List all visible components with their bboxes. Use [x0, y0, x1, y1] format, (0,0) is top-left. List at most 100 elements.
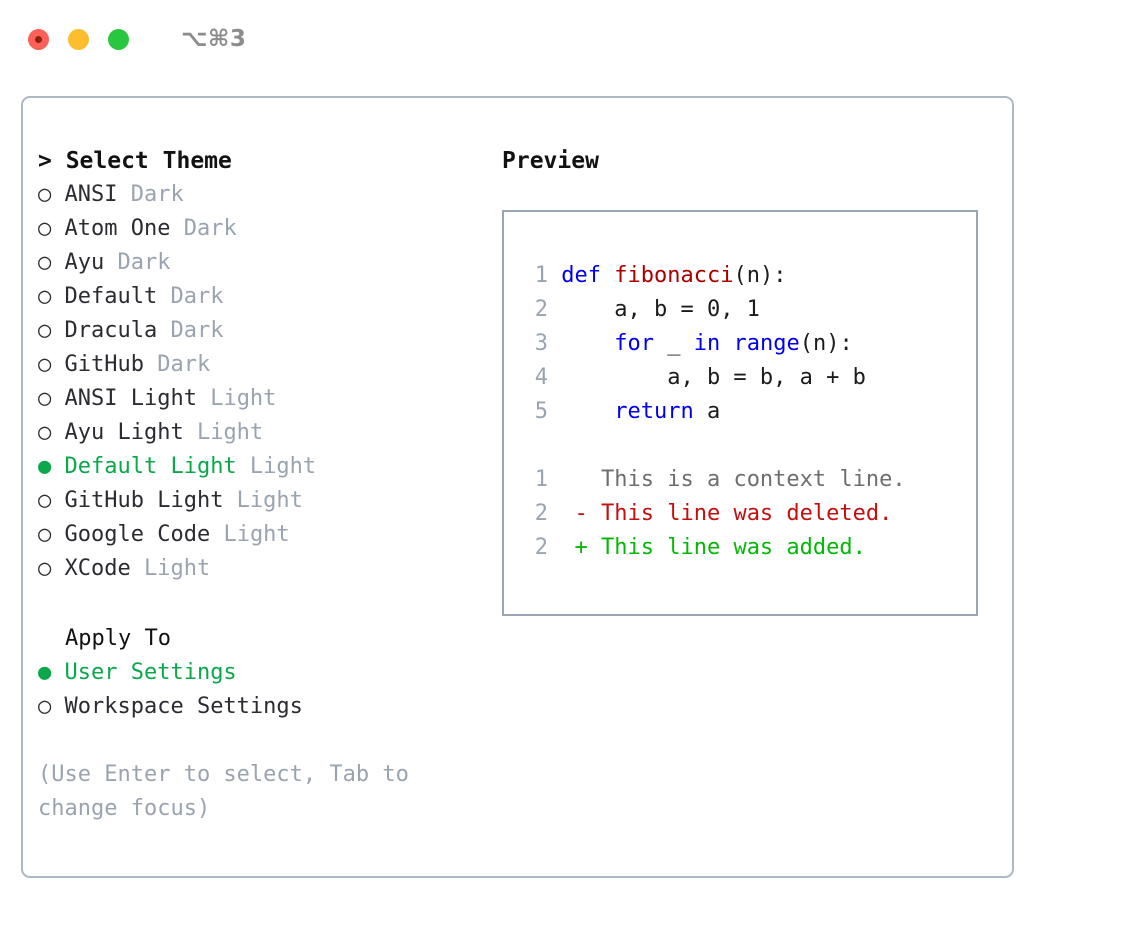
theme-picker-panel: > Select Theme ○ ANSI Dark○ Atom One Dar…	[21, 96, 1014, 878]
theme-name: GitHub Light	[51, 488, 224, 513]
theme-variant-tag: Light	[183, 420, 264, 445]
code-line: 3 for _ in range(n):	[526, 327, 976, 361]
code-token: range	[733, 331, 800, 356]
theme-variant-tag: Dark	[117, 182, 184, 207]
code-token: _	[653, 331, 694, 356]
theme-variant-tag: Light	[210, 522, 290, 547]
diff-text: This line was added.	[587, 535, 866, 560]
theme-name: Dracula	[51, 318, 158, 343]
diff-line: 2 + This line was added.	[526, 531, 976, 565]
code-token: for	[614, 331, 654, 356]
theme-variant-tag: Dark	[104, 250, 171, 275]
theme-variant-tag: Light	[130, 556, 211, 581]
theme-name: GitHub	[51, 352, 144, 377]
line-number: 1	[534, 263, 548, 288]
theme-name: Default Light	[51, 454, 237, 479]
theme-list-item[interactable]: ○ GitHub Light Light	[38, 484, 478, 518]
code-token: fibonacci	[614, 263, 734, 288]
radio-unselected-icon: ○	[38, 522, 52, 547]
radio-unselected-icon: ○	[38, 284, 52, 309]
code-token: def	[561, 263, 615, 288]
diff-sign	[575, 467, 588, 492]
apply-to-label: Workspace Settings	[51, 694, 303, 719]
theme-variant-tag: Dark	[157, 318, 224, 343]
select-theme-heading: > Select Theme	[38, 148, 232, 174]
code-token: (n):	[799, 331, 853, 356]
code-line: 5 return a	[526, 395, 976, 429]
theme-list-item[interactable]: ○ ANSI Dark	[38, 178, 478, 212]
apply-to-list[interactable]: ● User Settings○ Workspace Settings	[38, 656, 478, 724]
title-bar: ⌥⌘3	[0, 0, 1140, 78]
radio-unselected-icon: ○	[38, 694, 52, 719]
apply-to-label: User Settings	[51, 660, 237, 685]
preview-heading: Preview	[502, 148, 599, 174]
theme-variant-tag: Dark	[143, 352, 211, 377]
line-number: 2	[534, 535, 548, 560]
code-token: (n):	[733, 263, 787, 288]
code-token: return	[614, 399, 694, 424]
radio-unselected-icon: ○	[38, 216, 52, 241]
diff-text: This line was deleted.	[587, 501, 893, 526]
line-number: 2	[534, 297, 548, 322]
traffic-light-group	[28, 28, 129, 50]
theme-variant-tag: Light	[223, 488, 303, 513]
theme-list-item[interactable]: ○ GitHub Dark	[38, 348, 478, 382]
radio-selected-icon: ●	[38, 454, 52, 479]
theme-list-item[interactable]: ○ Ayu Light Light	[38, 416, 478, 450]
theme-variant-tag: Light	[196, 386, 277, 411]
theme-name: Ayu Light	[51, 420, 184, 445]
code-token	[720, 331, 733, 356]
theme-list-item[interactable]: ● Default Light Light	[38, 450, 478, 484]
preview-column: Preview 1 def fibonacci(n):2 a, b = 0, 1…	[502, 144, 992, 616]
code-diff-separator	[526, 429, 976, 463]
minimize-button[interactable]	[68, 28, 89, 50]
radio-unselected-icon: ○	[38, 352, 52, 377]
code-token: a	[693, 399, 721, 424]
line-number: 1	[534, 467, 548, 492]
theme-list[interactable]: ○ ANSI Dark○ Atom One Dark○ Ayu Dark○ De…	[38, 178, 478, 586]
theme-variant-tag: Light	[236, 454, 317, 479]
radio-unselected-icon: ○	[38, 556, 52, 581]
theme-name: XCode	[51, 556, 131, 581]
line-number: 4	[534, 365, 548, 390]
theme-list-item[interactable]: ○ XCode Light	[38, 552, 478, 586]
code-line: 2 a, b = 0, 1	[526, 293, 976, 327]
theme-name: Google Code	[51, 522, 211, 547]
theme-name: Atom One	[51, 216, 171, 241]
radio-unselected-icon: ○	[38, 488, 52, 513]
code-token: in	[693, 331, 721, 356]
code-token	[561, 399, 614, 424]
apply-to-option[interactable]: ○ Workspace Settings	[38, 690, 478, 724]
theme-list-column: > Select Theme ○ ANSI Dark○ Atom One Dar…	[38, 144, 478, 826]
theme-list-item[interactable]: ○ Ayu Dark	[38, 246, 478, 280]
keyboard-shortcut-label: ⌥⌘3	[181, 26, 247, 52]
keyboard-hint-text: (Use Enter to select, Tab to change focu…	[38, 762, 409, 821]
theme-name: ANSI	[51, 182, 118, 207]
theme-list-item[interactable]: ○ Google Code Light	[38, 518, 478, 552]
apply-to-option[interactable]: ● User Settings	[38, 656, 478, 690]
code-line: 4 a, b = b, a + b	[526, 361, 976, 395]
theme-name: Default	[51, 284, 158, 309]
diff-text: This is a context line.	[587, 467, 906, 492]
theme-name: Ayu	[51, 250, 105, 275]
theme-list-item[interactable]: ○ Atom One Dark	[38, 212, 478, 246]
apply-to-heading: Apply To	[65, 626, 171, 651]
radio-unselected-icon: ○	[38, 420, 52, 445]
theme-list-item[interactable]: ○ Dracula Dark	[38, 314, 478, 348]
line-number: 2	[534, 501, 548, 526]
radio-unselected-icon: ○	[38, 386, 52, 411]
theme-list-item[interactable]: ○ ANSI Light Light	[38, 382, 478, 416]
line-number: 5	[534, 399, 548, 424]
maximize-button[interactable]	[108, 28, 129, 50]
theme-variant-tag: Dark	[157, 284, 224, 309]
close-button[interactable]	[28, 28, 49, 50]
radio-unselected-icon: ○	[38, 318, 52, 343]
diff-sample: 1 This is a context line. 2 - This line w…	[526, 463, 976, 565]
code-token	[561, 331, 614, 356]
diff-sign: -	[574, 501, 588, 526]
theme-name: ANSI Light	[51, 386, 197, 411]
theme-list-item[interactable]: ○ Default Dark	[38, 280, 478, 314]
